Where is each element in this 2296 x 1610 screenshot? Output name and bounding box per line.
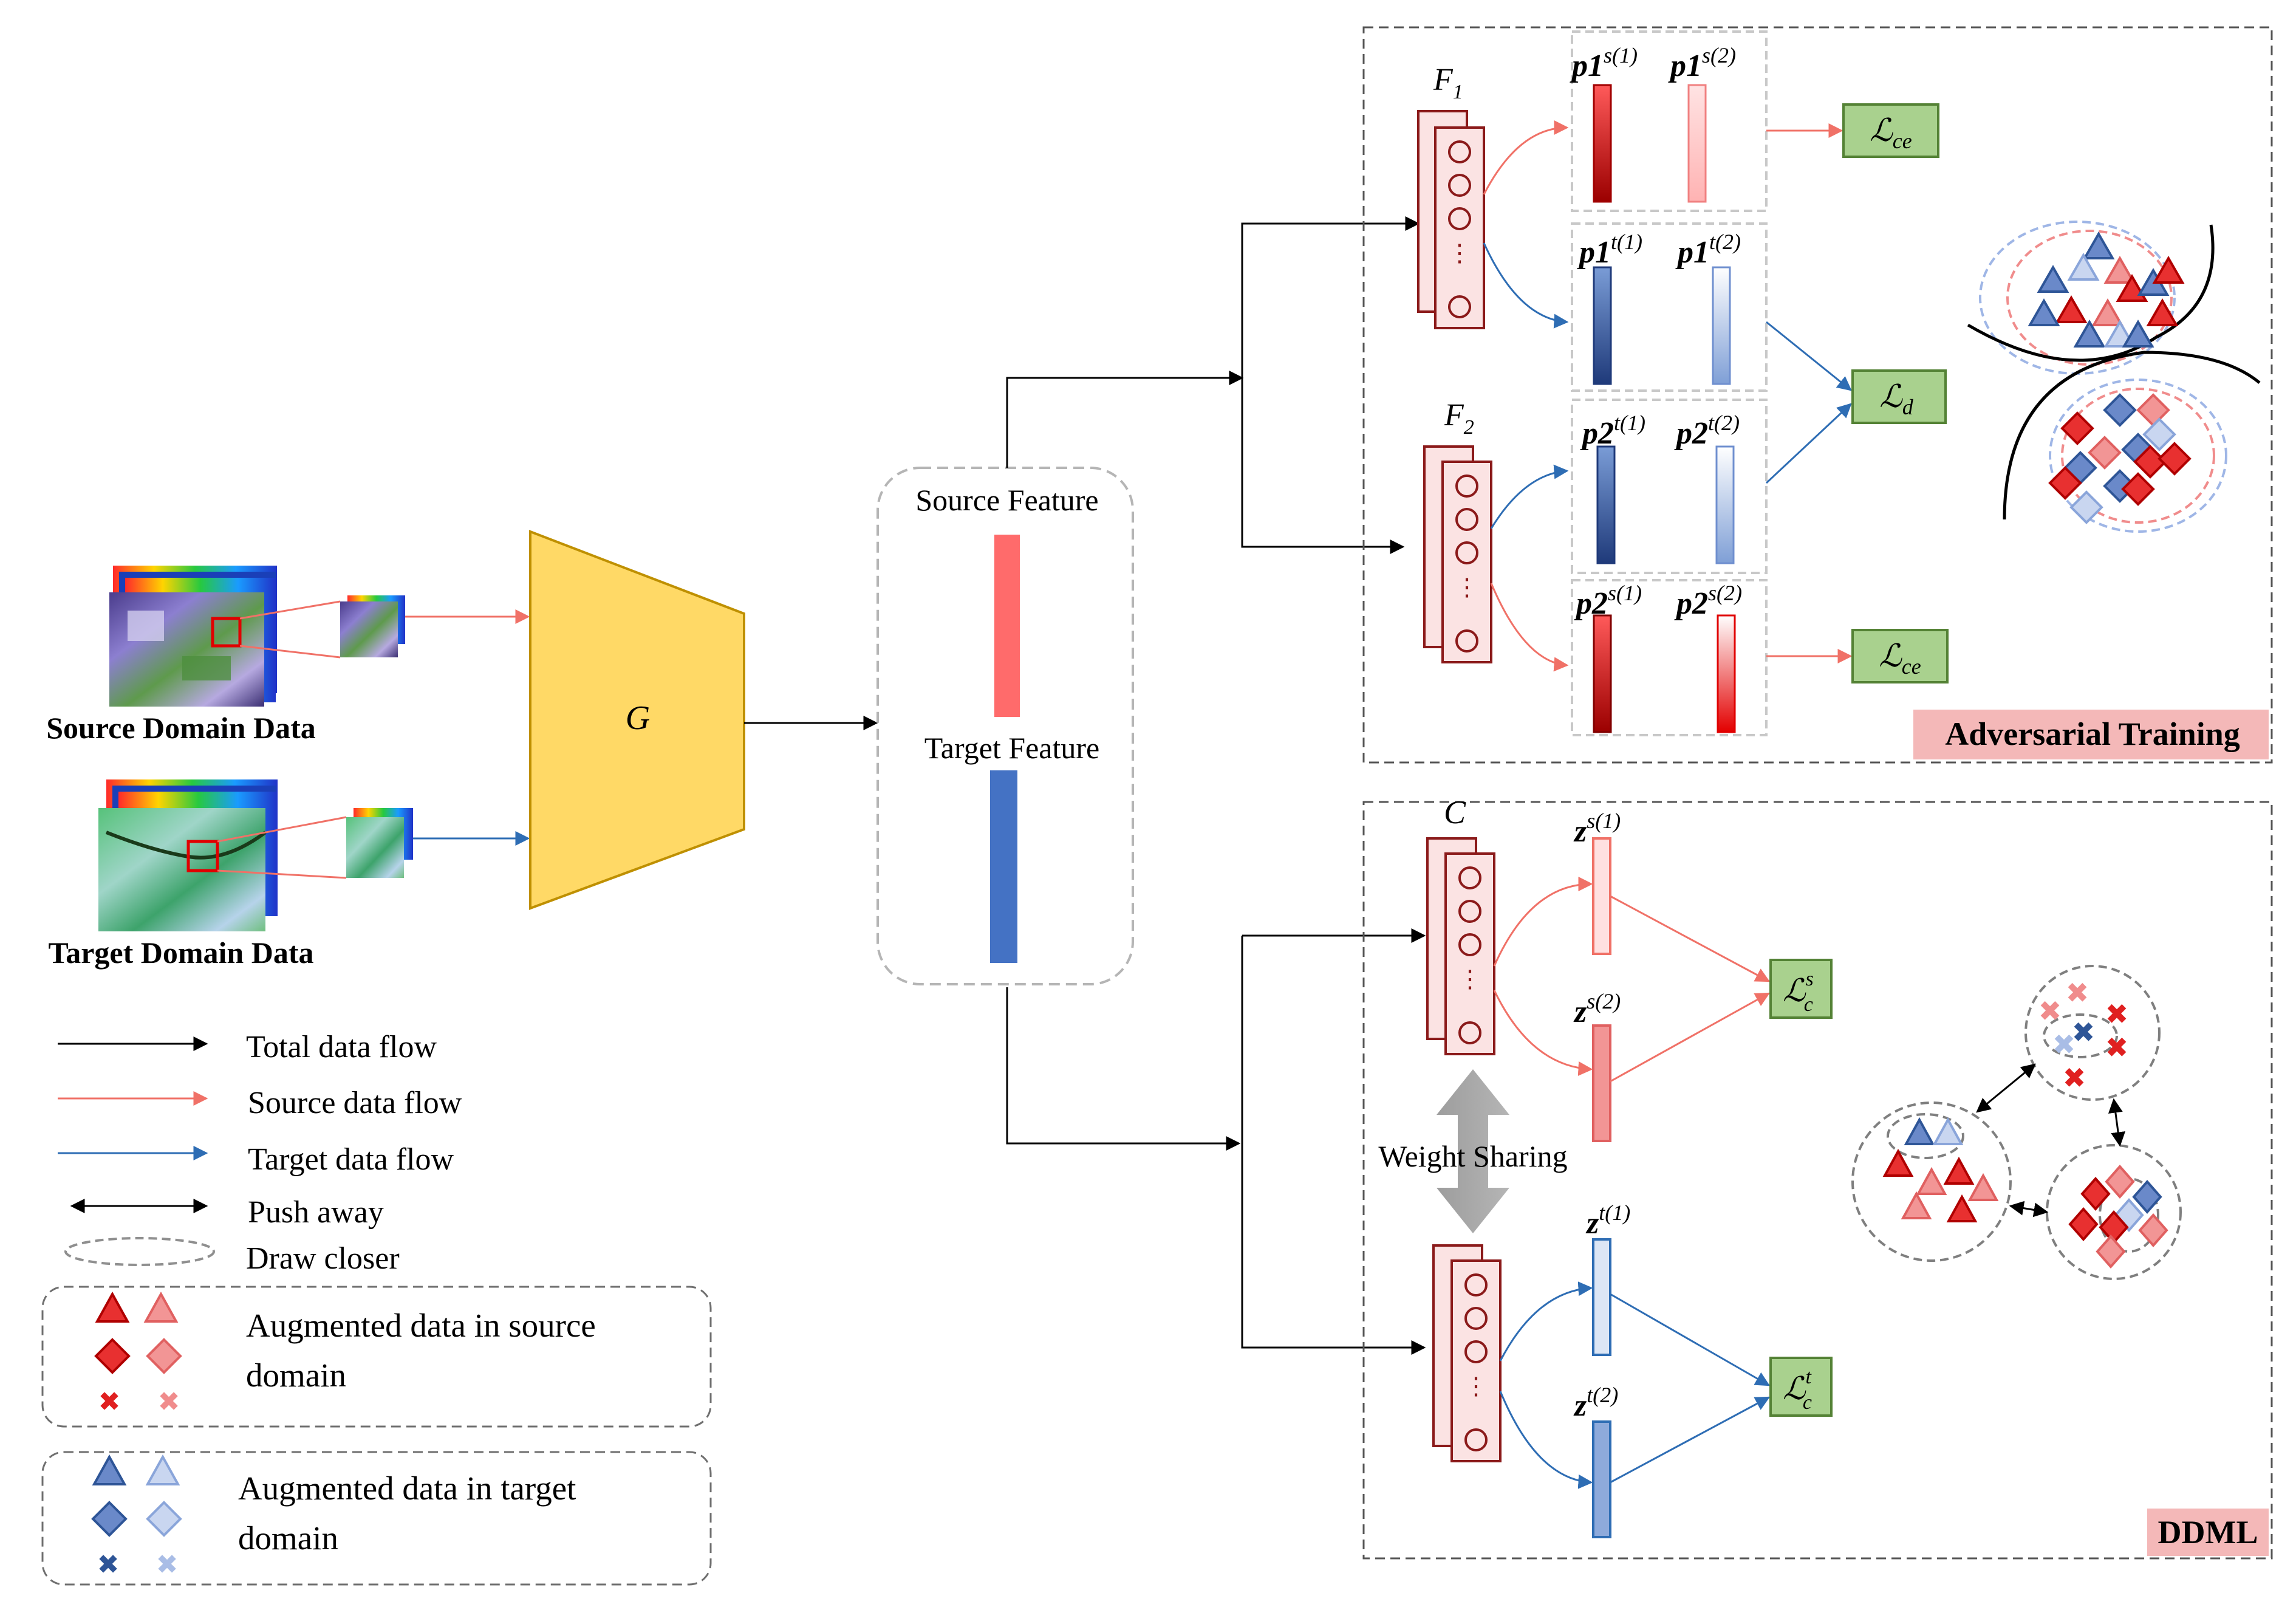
loss-ce-top-box: [1842, 103, 1939, 158]
svg-text:✖: ✖: [2105, 998, 2129, 1030]
svg-text:✖: ✖: [2072, 1016, 2096, 1049]
bar-p2-s1: [1593, 614, 1612, 733]
ddml-title: DDML: [2158, 1514, 2258, 1550]
ddml-panel: [1362, 801, 2273, 1560]
prob-box-p2-target: [1571, 399, 1768, 574]
target-domain-cube: [98, 779, 278, 931]
svg-text:⋮: ⋮: [1464, 1372, 1488, 1400]
legend-target-flow: Target data flow: [248, 1142, 454, 1177]
label-z-s1: zs(1): [1573, 809, 1621, 849]
legend-source-aug-box: [41, 1286, 712, 1428]
prob-box-p1-source: [1571, 30, 1768, 212]
label-p1-t1: p1t(1): [1577, 230, 1642, 270]
label-z-t2: zt(2): [1573, 1383, 1618, 1423]
svg-text:⋮: ⋮: [1455, 574, 1479, 601]
svg-text:✖: ✖: [2052, 1028, 2076, 1061]
adversarial-title: Adversarial Training: [1945, 716, 2240, 752]
f2-label: F2: [1444, 398, 1474, 439]
label-z-s2: zs(2): [1573, 989, 1621, 1029]
adversarial-training-panel: [1362, 26, 2273, 764]
classifier-c-bottom: ⋮: [1432, 1244, 1502, 1462]
svg-text:✖: ✖: [2038, 995, 2062, 1027]
bar-p1-t2: [1712, 266, 1731, 385]
ddml-title-box: [2147, 1509, 2269, 1556]
legend-source-flow: Source data flow: [248, 1086, 462, 1120]
loss-cs-box: [1769, 959, 1833, 1019]
legend-source-aug-line2: domain: [246, 1357, 346, 1394]
bar-p2-t1: [1596, 445, 1616, 564]
adversarial-title-box: [1913, 710, 2269, 759]
loss-ce-bottom: ℒce: [1879, 639, 1921, 679]
legend-target-aug-line1: Augmented data in target: [238, 1470, 576, 1507]
cluster-diamonds: [2048, 393, 2192, 524]
svg-text:✖: ✖: [2066, 976, 2089, 1009]
bar-z-s1: [1592, 837, 1611, 955]
source-domain-label: Source Domain Data: [46, 711, 316, 745]
label-z-t1: zt(1): [1585, 1201, 1630, 1241]
classifier-c-label: C: [1444, 794, 1466, 831]
f2-classifier: ⋮: [1423, 445, 1492, 663]
svg-text:✖: ✖: [156, 1549, 179, 1580]
loss-ce-bottom-box: [1851, 629, 1949, 683]
target-patch-cube: [346, 808, 413, 878]
target-domain-label: Target Domain Data: [48, 936, 313, 970]
feature-container: [876, 467, 1134, 985]
legend-target-aug-line2: domain: [238, 1519, 338, 1557]
label-p2-s2: p2s(2): [1674, 581, 1742, 621]
bar-p2-t2: [1715, 445, 1735, 564]
label-p1-s2: p1s(2): [1668, 43, 1736, 83]
bar-z-t1: [1592, 1238, 1611, 1356]
loss-ce-top: ℒce: [1870, 114, 1912, 153]
source-feature-bar: [994, 535, 1020, 717]
svg-text:✖: ✖: [97, 1549, 120, 1580]
generator-block: [529, 530, 745, 910]
bar-z-s2: [1592, 1024, 1611, 1142]
bar-p1-s2: [1687, 84, 1707, 203]
legend-push-away: Push away: [248, 1195, 384, 1230]
legend: Total data flow Source data flow Target …: [41, 1030, 712, 1586]
classifier-c-top: ⋮: [1426, 837, 1495, 1055]
loss-ct-box: [1769, 1357, 1833, 1417]
f1-label: F1: [1433, 63, 1463, 103]
decision-boundary-illustration: [1967, 221, 2261, 533]
legend-target-aug-box: [41, 1451, 712, 1586]
source-feature-label: Source Feature: [915, 483, 1098, 517]
cluster-triangles: [2028, 231, 2185, 348]
bar-p1-t1: [1593, 266, 1612, 385]
label-p2-t1: p2t(1): [1580, 411, 1645, 451]
label-p1-t2: p1t(2): [1675, 230, 1741, 270]
svg-text:✖: ✖: [98, 1386, 121, 1417]
generator-label: G: [626, 699, 650, 737]
svg-text:✖: ✖: [2063, 1061, 2086, 1094]
legend-source-aug-line1: Augmented data in source: [246, 1307, 596, 1344]
source-domain-cube: [109, 566, 277, 707]
bar-p1-s1: [1593, 84, 1612, 203]
legend-draw-closer: Draw closer: [246, 1241, 400, 1276]
target-feature-bar: [990, 770, 1017, 963]
bar-p2-s2: [1717, 614, 1736, 733]
f1-classifier: ⋮: [1417, 110, 1485, 329]
loss-d: ℒd: [1879, 380, 1913, 419]
target-feature-label: Target Feature: [924, 731, 1100, 765]
prob-box-p2-source: [1571, 579, 1768, 736]
label-p1-s1: p1s(1): [1570, 43, 1638, 83]
loss-d-box: [1851, 369, 1947, 424]
svg-text:✖: ✖: [2105, 1031, 2129, 1064]
svg-text:⋮: ⋮: [1458, 965, 1482, 993]
weight-sharing-arrow: [1437, 1069, 1509, 1233]
label-p2-t2: p2t(2): [1674, 411, 1740, 451]
prob-box-p1-target: [1571, 222, 1768, 392]
source-patch-cube: [340, 595, 405, 657]
bar-z-t2: [1592, 1420, 1611, 1538]
svg-text:✖: ✖: [158, 1386, 180, 1417]
svg-text:⋮: ⋮: [1447, 239, 1472, 267]
weight-sharing-label: Weight Sharing: [1378, 1139, 1567, 1173]
legend-total-flow: Total data flow: [246, 1030, 437, 1064]
ddml-cluster-illustration: ✖ ✖ ✖ ✖ ✖ ✖ ✖: [1851, 965, 2182, 1280]
label-p2-s1: p2s(1): [1574, 581, 1642, 621]
